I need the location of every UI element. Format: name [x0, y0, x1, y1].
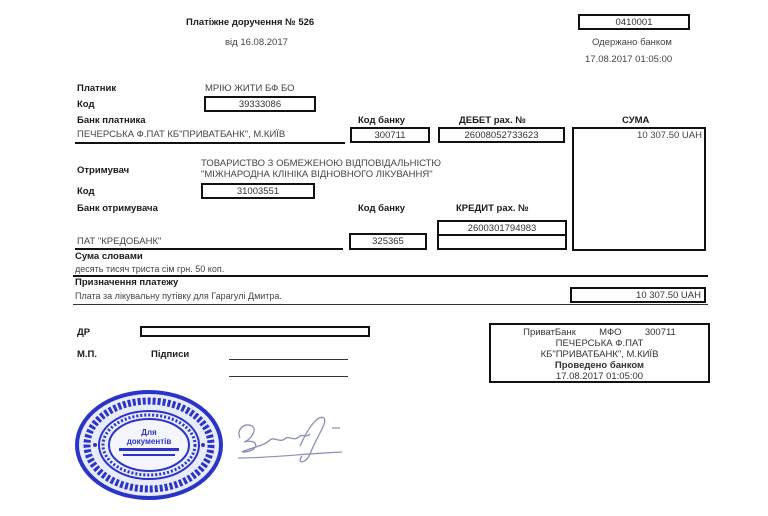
amount-words-value: десять тисяч триста сім грн. 50 коп. — [75, 264, 225, 274]
recipient-label: Отримувач — [77, 165, 130, 176]
recipient-code-box: 31003551 — [201, 183, 315, 199]
stamp-branch-line1: ПЕЧЕРСЬКА Ф.ПАТ — [555, 338, 644, 349]
payer-code-box: 39333086 — [204, 96, 316, 112]
sum-label: СУМА — [622, 115, 650, 126]
purpose-divider — [73, 304, 708, 305]
payer-name: МРІЮ ЖИТИ БФ БО — [205, 83, 295, 94]
purpose-value: Плата за лікувальну путівку для Гарагулі… — [75, 291, 282, 301]
form-code-box: 0410001 — [578, 14, 690, 30]
amount-words-label: Сума словами — [75, 251, 143, 262]
recipient-code-label: Код — [77, 186, 95, 197]
dr-label: ДР — [77, 327, 91, 338]
recipient-bank-code-label: Код банку — [358, 203, 406, 214]
stamp-mfo: 300711 — [644, 327, 676, 338]
dr-field — [140, 326, 370, 337]
sum-box: 10 307.50 UAH — [572, 127, 706, 251]
payer-bank-code-label: Код банку — [358, 115, 406, 126]
stamp-bank-name: ПриватБанк — [523, 327, 576, 338]
debit-account-box: 26008052733623 — [438, 127, 565, 143]
received-datetime: 17.08.2017 01:05:00 — [585, 54, 673, 65]
credit-account-label: КРЕДИТ рах. № — [456, 203, 529, 214]
payer-bank-code-box: 300711 — [350, 127, 430, 143]
signatures-label: Підписи — [151, 349, 190, 360]
received-label: Одержано банком — [592, 37, 672, 48]
signature-line-2 — [229, 376, 348, 377]
handwritten-signature-icon — [230, 408, 350, 473]
bank-processing-stamp: ПриватБанк МФО 300711 ПЕЧЕРСЬКА Ф.ПАТ КБ… — [489, 323, 710, 383]
recipient-bank-code-box: 325365 — [349, 233, 427, 250]
payer-label: Платник — [77, 83, 117, 94]
purpose-label: Призначення платежу — [75, 277, 179, 288]
stamp-mfo-label: МФО — [599, 327, 622, 338]
seal-text-1: Для — [141, 428, 157, 437]
recipient-name-line1: ТОВАРИСТВО З ОБМЕЖЕНОЮ ВІДПОВІДАЛЬНІСТЮ — [201, 158, 442, 169]
recipient-bank-name: ПАТ "КРЕДОБАНК" — [77, 236, 162, 247]
company-seal-icon: Для документів — [75, 390, 223, 500]
document-date: від 16.08.2017 — [225, 37, 288, 48]
credit-account-box-2 — [437, 234, 567, 250]
payer-bank-underline — [75, 142, 345, 144]
sum-value: 10 307.50 UAH — [637, 130, 702, 141]
stamp-branch-line2: КБ"ПРИВАТБАНК", М.КИЇВ — [540, 349, 659, 360]
payer-bank-label: Банк платника — [77, 115, 146, 126]
recipient-bank-underline — [75, 248, 343, 250]
stamp-status: Проведено банком — [554, 360, 645, 371]
mp-label: М.П. — [77, 349, 98, 360]
signature-line-1 — [229, 359, 348, 360]
amount-words-divider — [73, 275, 708, 277]
recipient-name-line2: "МІЖНАРОДНА КЛІНІКА ВІДНОВНОГО ЛІКУВАННЯ… — [201, 169, 433, 180]
document-title: Платіжне доручення № 526 — [186, 17, 315, 28]
payer-bank-name: ПЕЧЕРСЬКА Ф.ПАТ КБ"ПРИВАТБАНК", М.КИЇВ — [77, 129, 286, 140]
debit-account-label: ДЕБЕТ рах. № — [459, 115, 526, 126]
recipient-bank-label: Банк отримувача — [77, 203, 158, 214]
purpose-amount-box: 10 307.50 UAH — [570, 287, 706, 303]
stamp-datetime: 17.08.2017 01:05:00 — [555, 371, 644, 382]
seal-text-2: документів — [126, 437, 172, 446]
payer-code-label: Код — [77, 99, 95, 110]
